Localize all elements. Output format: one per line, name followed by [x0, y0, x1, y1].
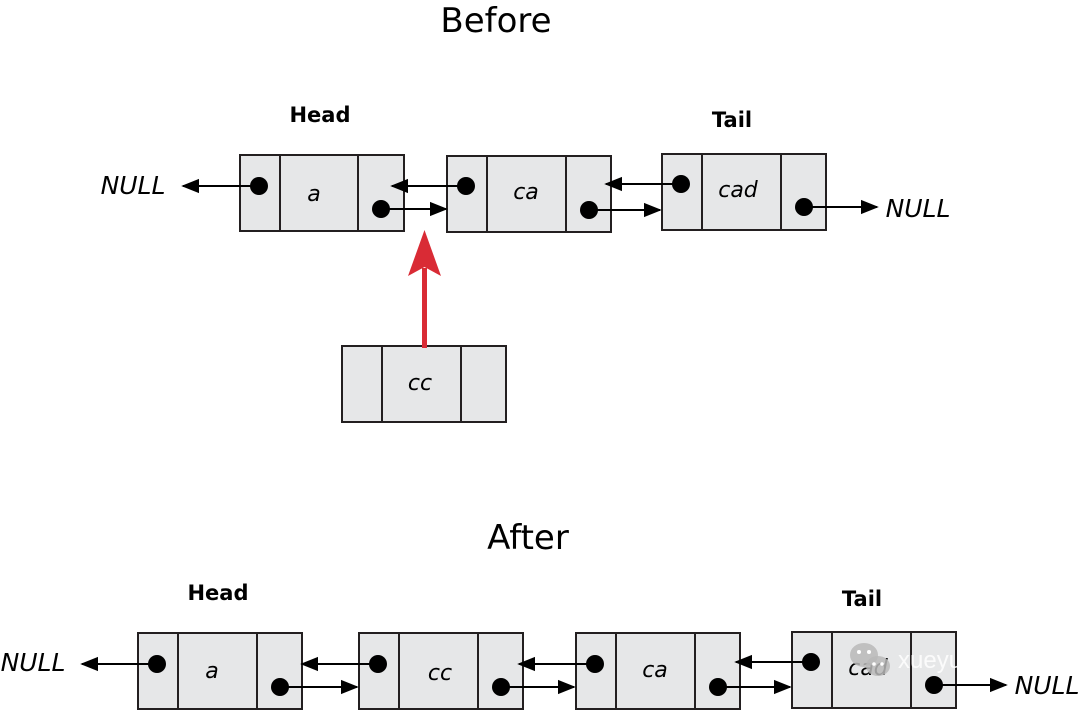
- after-title: After: [487, 518, 569, 558]
- wechat-icon: [850, 643, 890, 676]
- insert-arrow-shaft: [422, 268, 427, 348]
- node-box: [661, 153, 827, 231]
- before-right-null: NULL: [886, 194, 951, 223]
- before-inserted-node-cc: cc: [341, 345, 507, 423]
- node-box: [358, 632, 524, 710]
- after-tail-label: Tail: [842, 587, 882, 611]
- before-head-label: Head: [289, 103, 350, 127]
- node-value: cc: [408, 371, 432, 396]
- after-head-label: Head: [187, 581, 248, 605]
- before-tail-label: Tail: [712, 108, 752, 132]
- node-box: [575, 632, 741, 710]
- node-value: ca: [642, 658, 668, 683]
- after-node-cc: cc: [358, 632, 524, 710]
- after-section: After Head Tail a cc ca: [1, 518, 1080, 710]
- node-value: cc: [428, 661, 452, 686]
- before-node-cad: cad: [661, 153, 827, 231]
- before-title: Before: [440, 1, 551, 41]
- node-value: a: [205, 659, 218, 684]
- watermark-text: xueyuanjun: [898, 647, 1021, 674]
- insert-arrow-head: [408, 230, 441, 276]
- after-right-null: NULL: [1015, 671, 1080, 700]
- node-box: [239, 154, 405, 232]
- node-box: [446, 155, 612, 233]
- before-node-ca: ca: [446, 155, 612, 233]
- before-node-a: a: [239, 154, 405, 232]
- node-value: a: [307, 182, 320, 207]
- before-section: Before Head Tail a ca cad: [101, 1, 951, 423]
- node-value: ca: [513, 180, 539, 205]
- after-left-null: NULL: [1, 648, 66, 677]
- after-node-a: a: [137, 632, 303, 710]
- watermark: xueyuanjun: [850, 643, 1021, 676]
- after-node-ca: ca: [575, 632, 741, 710]
- before-left-null: NULL: [101, 171, 166, 200]
- insert-arrow: [408, 230, 441, 348]
- node-value: cad: [718, 178, 759, 203]
